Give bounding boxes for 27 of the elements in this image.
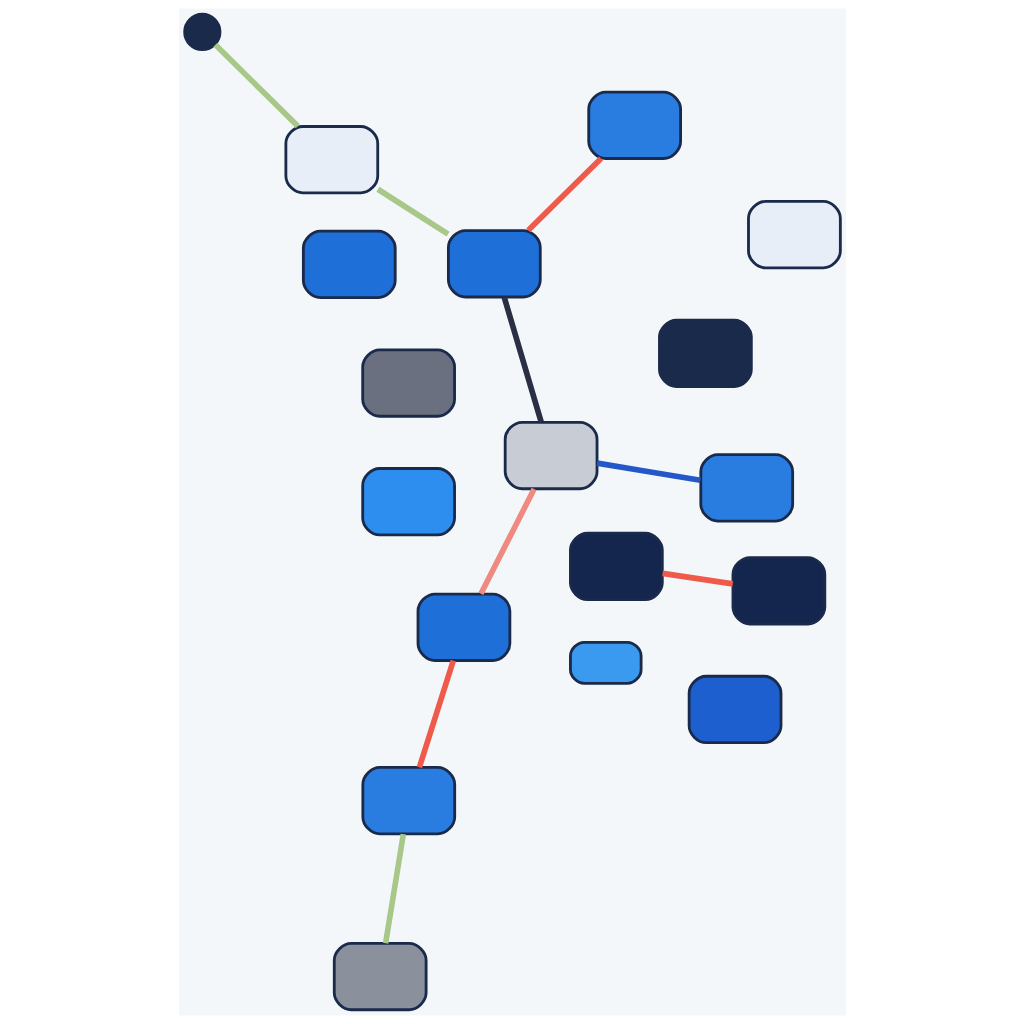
node-box [687, 674, 782, 745]
node-box [698, 453, 794, 523]
node-box [446, 229, 542, 299]
node-box [283, 125, 379, 195]
connector [501, 296, 544, 423]
node-box [360, 467, 456, 537]
node-box [731, 556, 826, 626]
connector [596, 460, 701, 484]
connector [525, 156, 603, 233]
connector [661, 570, 733, 587]
node-box [332, 941, 428, 1012]
node-box [360, 348, 456, 418]
connector [477, 487, 537, 596]
node-box [586, 90, 682, 160]
node-box [746, 200, 842, 270]
connector [416, 659, 456, 769]
node-box [657, 318, 753, 388]
node-box [301, 229, 397, 299]
connector [212, 42, 300, 129]
node-box [416, 592, 511, 662]
connector [375, 186, 450, 237]
node-box [360, 766, 456, 836]
node-box [503, 420, 598, 491]
node-box [568, 640, 642, 685]
node-box [568, 531, 664, 602]
connector [382, 833, 406, 944]
node-circle [182, 12, 221, 51]
